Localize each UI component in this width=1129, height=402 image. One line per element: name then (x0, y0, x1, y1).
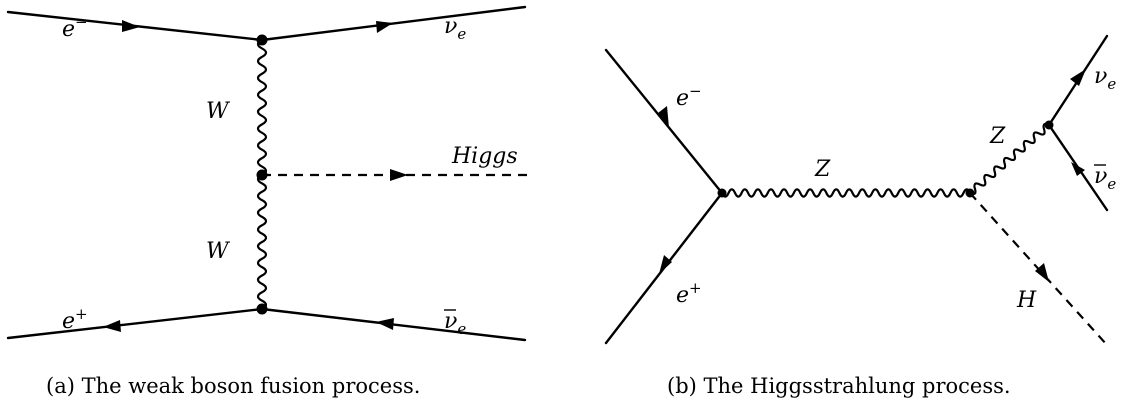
b-z-boson-propagator (720, 188, 972, 198)
b-label-neutrino: νe (1094, 64, 1116, 93)
a-label-neutrino: νe (444, 14, 466, 43)
a-vertex-bottom (256, 303, 268, 315)
a-higgs-arrow (390, 169, 408, 181)
a-label-positron: e+ (62, 305, 88, 334)
b-electron-arrow (658, 106, 669, 128)
a-label-w-top: W (206, 99, 231, 124)
b-neutrino-arrow (1070, 69, 1086, 86)
a-outgoing-neutrino-line (260, 5, 527, 42)
b-vertex-left (717, 188, 727, 198)
b-incoming-electron-line (604, 48, 724, 195)
a-vertex-top (256, 34, 268, 46)
b-higgs-arrow (1035, 263, 1049, 282)
a-label-antineutrino: νe (444, 309, 466, 338)
a-positron-arrow (103, 320, 121, 332)
a-w-boson-top (256, 39, 268, 176)
a-label-w-bottom: W (206, 239, 231, 264)
a-w-boson-bottom (256, 174, 268, 310)
b-z-boson-decay (969, 122, 1050, 196)
b-vertex-decay (1044, 120, 1054, 130)
a-caption: (a) The weak boson fusion process. (46, 374, 420, 398)
b-label-z-right: Z (989, 124, 1006, 149)
a-outgoing-antineutrino-line (260, 307, 527, 342)
a-antineutrino-arrow (376, 318, 394, 330)
b-label-antineutrino: νe (1094, 164, 1116, 193)
b-vertex-right (965, 188, 975, 198)
a-vertex-middle (256, 169, 268, 181)
b-antineutrino-arrow (1071, 162, 1085, 176)
b-positron-arrow (659, 255, 672, 274)
b-label-z-left: Z (814, 157, 831, 182)
b-label-positron: e+ (676, 279, 702, 308)
a-electron-arrow (122, 20, 140, 32)
a-label-electron: e− (62, 13, 88, 42)
b-label-electron: e− (676, 82, 702, 111)
b-caption: (b) The Higgsstrahlung process. (667, 374, 1011, 398)
a-neutrino-arrow (376, 21, 393, 33)
a-incoming-positron-line (6, 307, 264, 340)
a-label-higgs: Higgs (451, 144, 518, 169)
diagram-a: e− νe W Higgs W e+ νe (a) The weak boson… (6, 5, 527, 398)
diagram-b: e− e+ Z Z νe νe H (b) The Higgsstrahlung… (604, 34, 1116, 398)
b-label-higgs: H (1016, 288, 1037, 313)
